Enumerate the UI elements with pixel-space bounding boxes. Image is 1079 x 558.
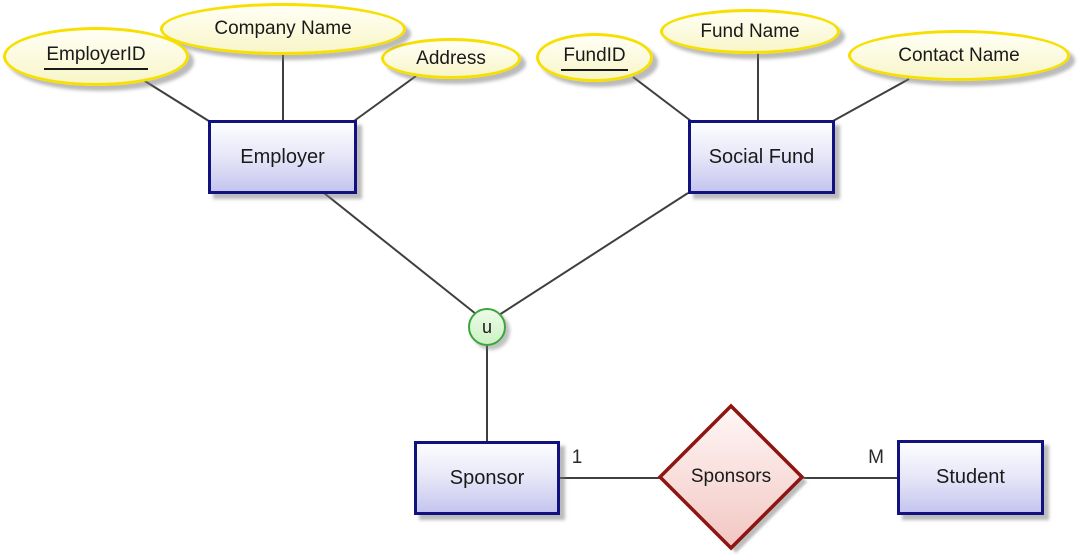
attribute-label: Address: [416, 47, 486, 69]
cardinality-many: M: [868, 447, 884, 468]
key-attribute-label: FundID: [561, 45, 628, 71]
entity-label: Social Fund: [708, 145, 815, 168]
line-address-employer: [353, 75, 417, 122]
entity-employer: Employer: [208, 120, 357, 194]
entity-sponsor: Sponsor: [414, 441, 560, 515]
line-fundid-socialfund: [632, 76, 692, 122]
line-socialfund-union: [498, 192, 689, 316]
key-attribute-label: EmployerID: [44, 44, 148, 70]
attribute-ellipse-fundid: FundID: [536, 33, 653, 82]
line-employer-union: [323, 192, 477, 315]
relationship-diamond-sponsors: [657, 403, 805, 551]
attribute-ellipse-contact-name: Contact Name: [848, 30, 1070, 81]
entity-student: Student: [897, 440, 1044, 515]
relationship-label-sponsors: Sponsors: [690, 466, 772, 487]
attribute-label: Contact Name: [898, 44, 1020, 66]
entity-label: Sponsor: [449, 466, 525, 489]
connector-lines: [139, 52, 910, 479]
attribute-label: Company Name: [214, 18, 352, 39]
entity-label: Student: [936, 466, 1005, 488]
entity-social-fund: Social Fund: [688, 120, 835, 194]
attribute-ellipse-employerid: EmployerID: [3, 27, 189, 86]
attribute-ellipse-fund-name: Fund Name: [660, 9, 840, 54]
attribute-ellipse-address: Address: [381, 38, 521, 79]
attribute-label: Fund Name: [700, 20, 800, 42]
line-employerid-employer: [139, 77, 213, 124]
union-symbol: u: [468, 308, 506, 346]
attribute-ellipse-company-name: Company Name: [160, 3, 406, 55]
cardinality-one: 1: [571, 447, 583, 468]
entity-label: Employer: [240, 145, 325, 168]
union-symbol-label: u: [481, 316, 492, 337]
line-contactname-socialfund: [832, 78, 910, 122]
